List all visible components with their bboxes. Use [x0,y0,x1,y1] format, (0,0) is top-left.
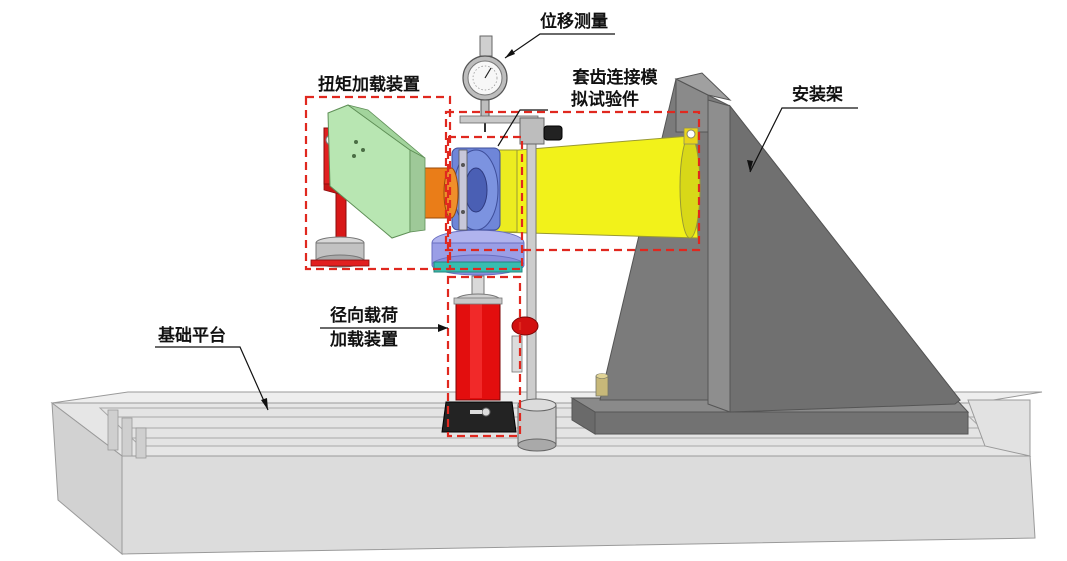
label-spline-test-piece-line1: 套齿连接模 [572,68,658,88]
leader-spline [497,109,548,147]
dial-indicator [459,35,539,132]
arrow-displacement [505,49,515,58]
radial-device-highlight [446,275,522,438]
arrow-base [261,398,268,410]
hub-assembly [431,147,525,276]
label-mount-frame: 安装架 [792,85,843,105]
arrow-radial [438,324,448,332]
leader-displacement [504,33,615,59]
dial-stand [517,117,563,452]
label-radial-load-line1: 径向载荷 [330,306,398,326]
leader-base [155,346,269,411]
dial-indicator-highlight [446,135,524,271]
arrow-mount [747,160,753,172]
mount-frame [570,72,970,435]
torque-device-highlight [304,95,452,271]
label-radial-load-line2: 加载装置 [330,330,398,350]
label-displacement-measurement: 位移测量 [540,12,608,32]
label-torque-loading-device: 扭矩加载装置 [318,75,420,95]
label-base-platform: 基础平台 [158,326,226,346]
label-spline-test-piece-line2: 拟试验件 [571,90,639,110]
leader-mount [749,107,858,173]
torque-loading-device [310,104,426,268]
radial-load-actuator [441,275,539,433]
